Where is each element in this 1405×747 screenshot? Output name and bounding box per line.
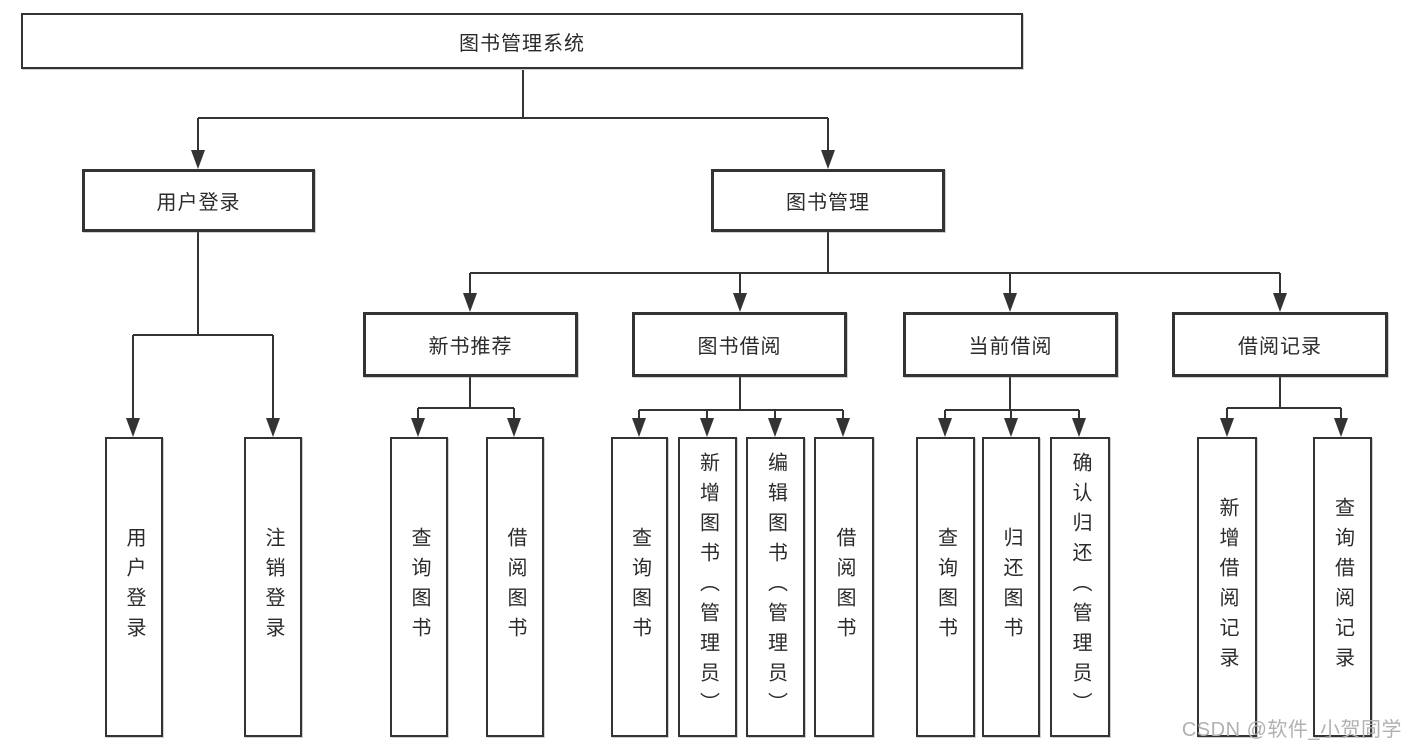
leaf-add-borrow-record: 新增借阅记录 xyxy=(1197,437,1257,737)
leaf-query-borrow-record: 查询借阅记录 xyxy=(1313,437,1372,737)
node-borrowing-records: 借阅记录 xyxy=(1172,312,1388,377)
leaf-borrow-books-recommend: 借阅图书 xyxy=(486,437,544,737)
node-library-management-system: 图书管理系统 xyxy=(21,13,1023,69)
leaf-return-books: 归还图书 xyxy=(982,437,1040,737)
node-current-borrowing: 当前借阅 xyxy=(903,312,1118,377)
leaf-query-books-borrow: 查询图书 xyxy=(611,437,668,737)
node-book-borrowing: 图书借阅 xyxy=(632,312,847,377)
node-new-book-recommendation: 新书推荐 xyxy=(363,312,578,377)
leaf-borrow-books: 借阅图书 xyxy=(814,437,874,737)
node-book-management: 图书管理 xyxy=(711,169,945,232)
node-user-login: 用户登录 xyxy=(82,169,315,232)
leaf-logout: 注销登录 xyxy=(244,437,302,737)
leaf-query-books-recommend: 查询图书 xyxy=(390,437,448,737)
leaf-confirm-return-admin: 确认归还（管理员） xyxy=(1050,437,1110,737)
leaf-add-books-admin: 新增图书（管理员） xyxy=(678,437,737,737)
leaf-edit-books-admin: 编辑图书（管理员） xyxy=(746,437,805,737)
csdn-watermark: CSDN @软件_小贺同学 xyxy=(1181,719,1402,741)
leaf-user-login: 用户登录 xyxy=(105,437,163,737)
leaf-query-books-current: 查询图书 xyxy=(916,437,975,737)
